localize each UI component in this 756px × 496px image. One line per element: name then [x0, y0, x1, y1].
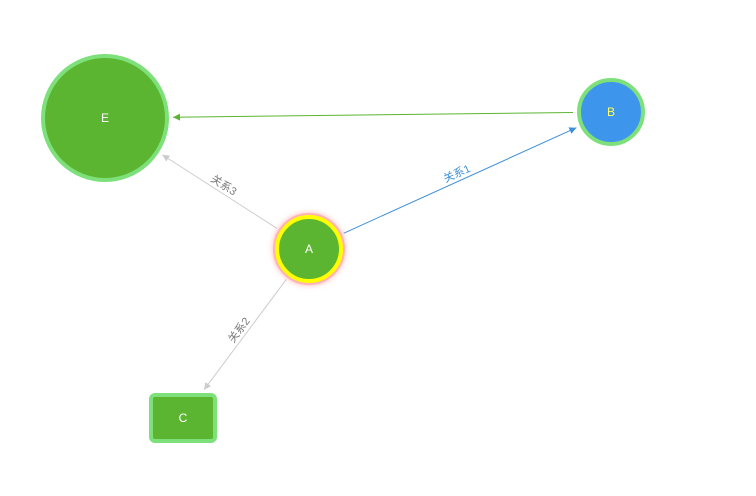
edge-line: [343, 127, 577, 234]
node-label: B: [607, 105, 615, 119]
edge-a-b[interactable]: 关系1: [343, 127, 577, 234]
edge-b-e[interactable]: [172, 111, 574, 121]
node-label: C: [179, 411, 188, 425]
node-e[interactable]: E: [41, 54, 169, 182]
edge-line: [203, 279, 287, 391]
arrowhead-icon: [162, 154, 170, 162]
node-shape: [41, 54, 169, 182]
arrowhead-icon: [568, 127, 577, 134]
node-shape: [149, 393, 217, 443]
edge-line: [172, 111, 574, 118]
node-b[interactable]: B: [577, 78, 645, 146]
edge-a-c[interactable]: 关系2: [203, 279, 287, 391]
node-label: A: [305, 242, 313, 256]
arrowhead-icon: [204, 382, 212, 390]
node-label: E: [101, 111, 109, 125]
edge-a-e[interactable]: 关系3: [161, 154, 278, 229]
node-shape: [275, 215, 343, 283]
node-c[interactable]: C: [149, 393, 217, 443]
arrowhead-icon: [172, 113, 181, 121]
node-a[interactable]: A: [273, 213, 345, 285]
node-shape: [577, 78, 645, 146]
edge-line: [161, 154, 278, 229]
